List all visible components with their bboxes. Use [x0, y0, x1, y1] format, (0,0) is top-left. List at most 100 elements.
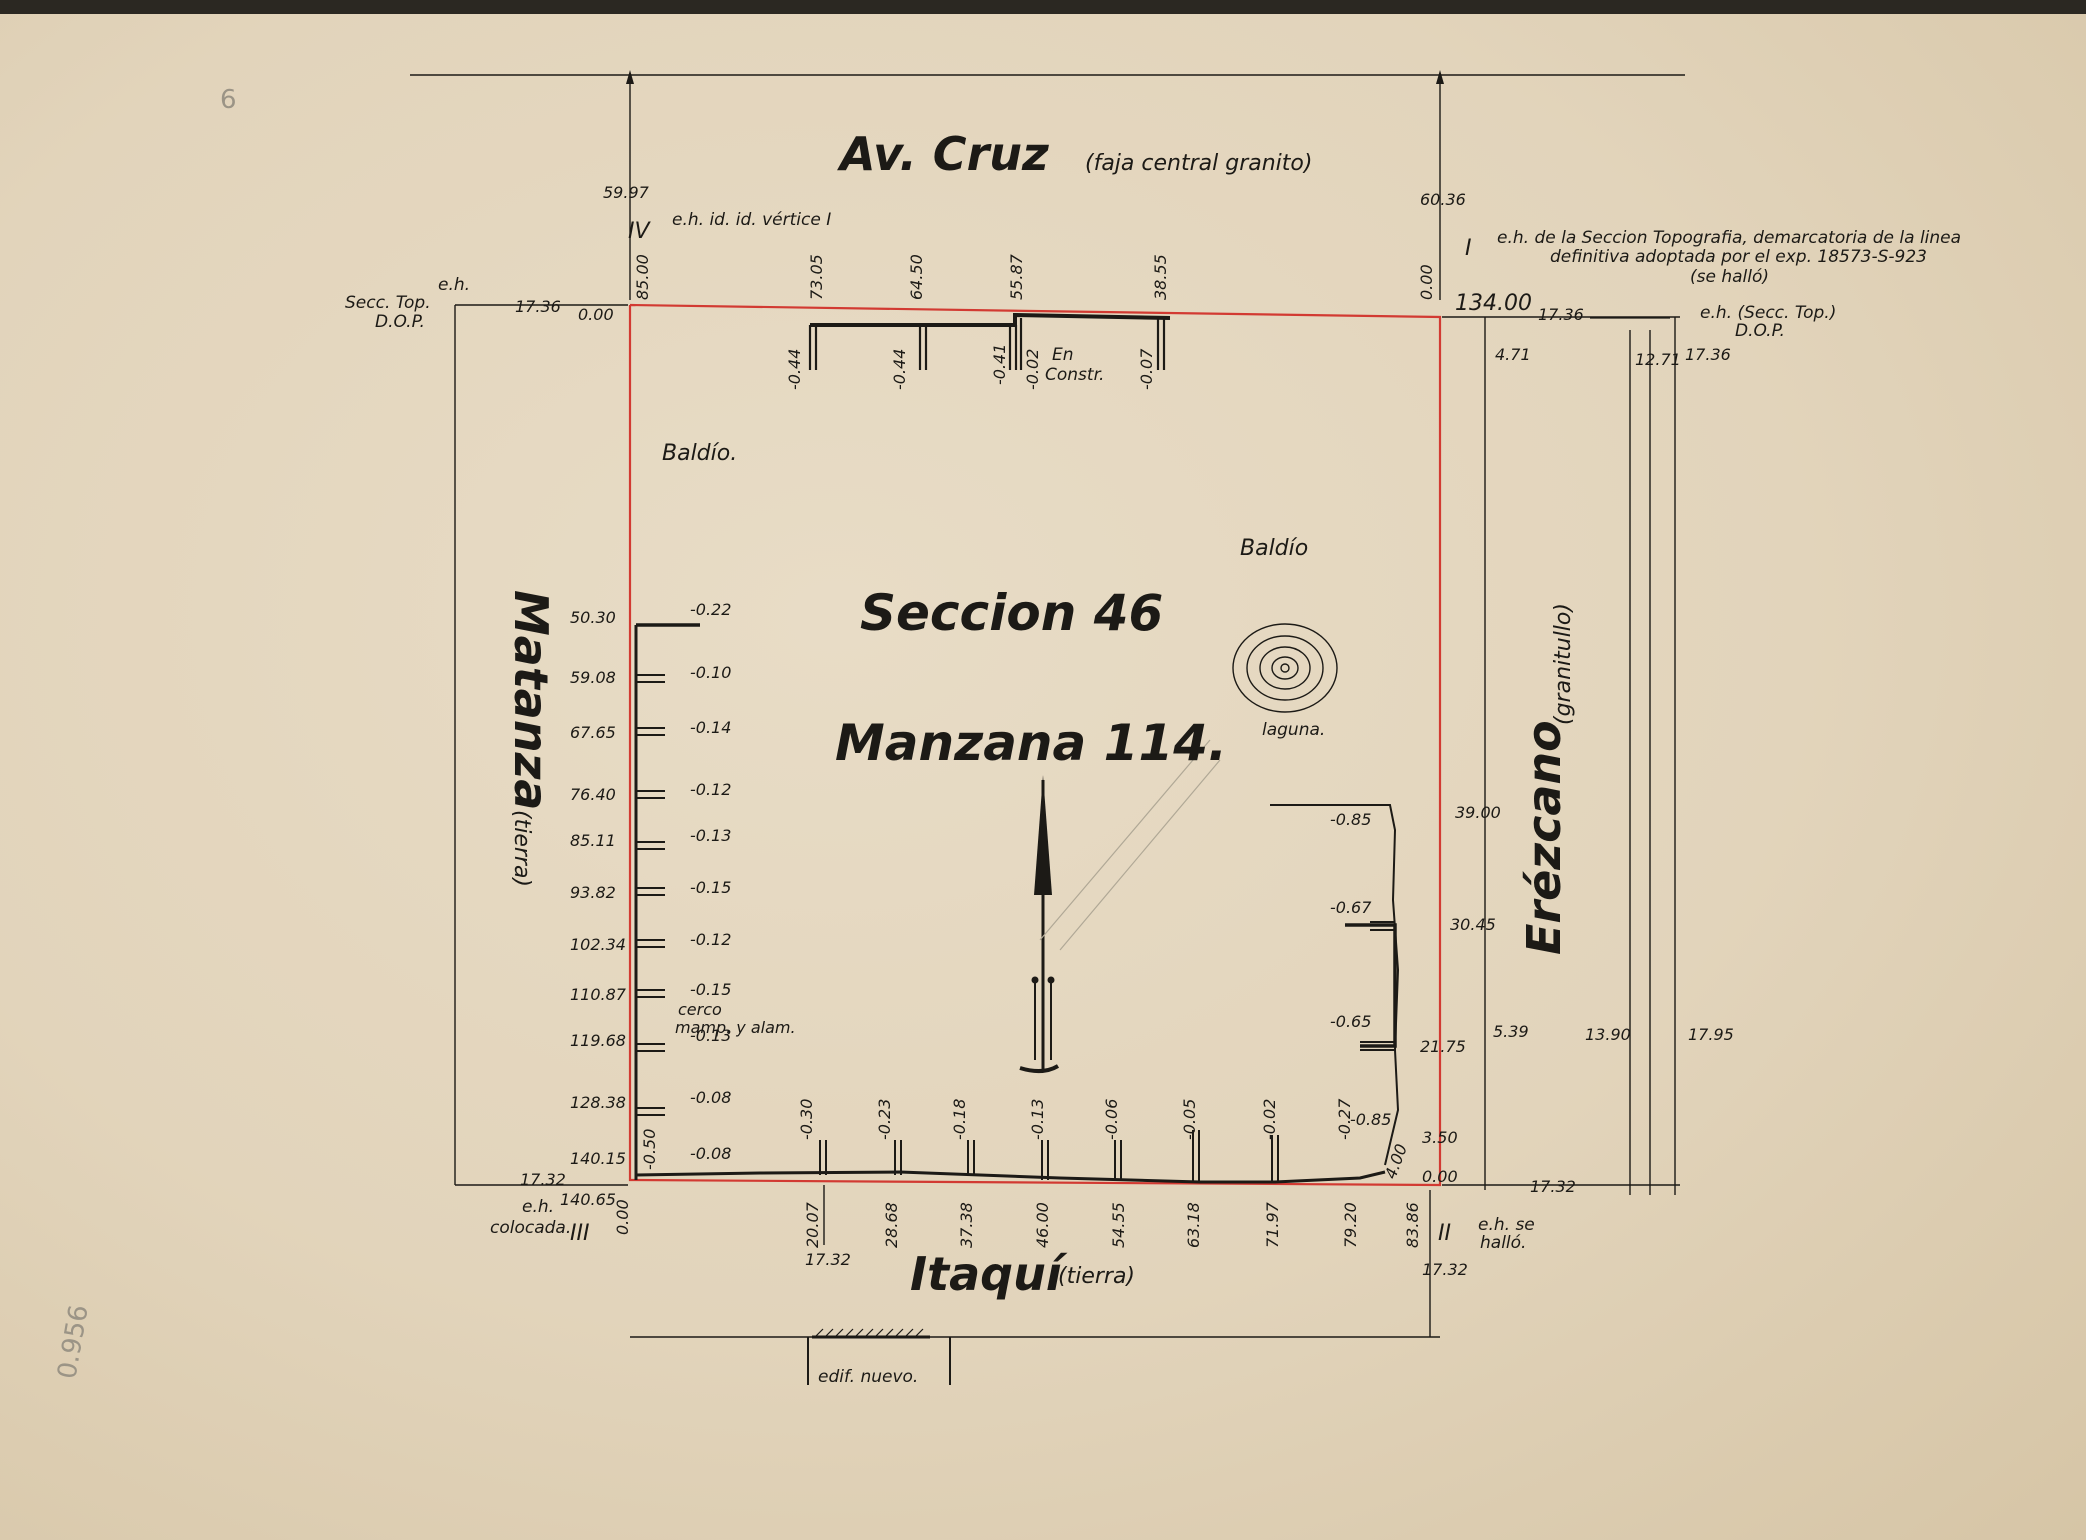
left-level-value: -0.13 [690, 1026, 731, 1045]
dim-bottom-17-32-l: 17.32 [805, 1250, 851, 1269]
bottom-dim-value: 63.18 [1184, 1202, 1203, 1248]
top-building-walls [808, 318, 1166, 370]
bottom-dim-value: 79.20 [1341, 1202, 1360, 1248]
vertex-ii-note1: e.h. se [1478, 1215, 1535, 1235]
vertex-i-line2: definitiva adoptada por el exp. 18573-S-… [1550, 247, 1927, 267]
dim-bottom-17-32-rr: 17.32 [1530, 1177, 1576, 1196]
dim-38-55: 38.55 [1151, 254, 1170, 300]
bottom-level-value: -0.30 [797, 1099, 816, 1140]
dim-5-39: 5.39 [1493, 1022, 1529, 1041]
arrow-head [626, 70, 634, 84]
left-dim-value: 93.82 [570, 883, 616, 902]
left-level-value: -0.08 [690, 1144, 731, 1163]
street-top-note: (faja central granito) [1085, 151, 1312, 176]
dim-73-05: 73.05 [807, 254, 826, 300]
right-building [1345, 923, 1397, 1048]
level-065: -0.65 [1330, 1012, 1371, 1031]
block-outline [628, 303, 1442, 1187]
bottom-dim-value: 37.38 [957, 1202, 976, 1248]
dim-21-75: 21.75 [1420, 1037, 1466, 1056]
edif-nuevo-marker [807, 1328, 951, 1385]
dim-13-90: 13.90 [1585, 1025, 1631, 1044]
left-level-value: -0.15 [690, 980, 731, 999]
street-right-name: Erézcano [1517, 720, 1571, 955]
bottom-dim-value: 28.68 [882, 1202, 901, 1248]
label-baldio-1: Baldío. [662, 441, 737, 466]
label-en-constr-1: En [1052, 345, 1074, 365]
sec-top-left-3: D.O.P. [375, 312, 425, 332]
left-level-value: -0.22 [690, 600, 731, 619]
dim-17-36-r: 17.36 [1538, 305, 1584, 324]
dim-12-71: 12.71 [1635, 350, 1681, 369]
bottom-dim-value: 83.86 [1403, 1202, 1422, 1248]
label-laguna: laguna. [1262, 720, 1325, 740]
level-044b: -0.44 [890, 349, 909, 390]
laguna-icon [1232, 623, 1338, 713]
vertex-iii-note1: e.h. [522, 1197, 554, 1217]
dim-30-45: 30.45 [1450, 915, 1496, 934]
left-dim-value: 59.08 [570, 668, 616, 687]
manzana-title: Manzana 114. [835, 714, 1227, 772]
pencil-line [1059, 759, 1221, 951]
left-dim-value: 67.65 [570, 723, 616, 742]
left-level-value: -0.12 [690, 930, 731, 949]
dim-0-00-b: 0.00 [1417, 264, 1436, 300]
left-dim-value: 85.11 [570, 831, 616, 850]
left-dim-value: 128.38 [570, 1093, 626, 1112]
dim-right-0-00: 0.00 [1422, 1167, 1458, 1186]
dim-bottom-17-32-r: 17.32 [1422, 1260, 1468, 1279]
dim-left-140-65: 140.65 [560, 1190, 616, 1209]
level-067: -0.67 [1330, 898, 1372, 917]
bottom-dim-value: 71.97 [1263, 1201, 1282, 1248]
left-dim-value: 119.68 [570, 1031, 626, 1050]
left-level-value: -0.08 [690, 1088, 731, 1107]
level-002: -0.02 [1023, 349, 1042, 390]
bottom-level-value: -0.13 [1028, 1099, 1047, 1140]
bottom-fence [635, 1170, 1386, 1184]
vertex-iii-note2: colocada. [490, 1218, 571, 1238]
level-044a: -0.44 [785, 349, 804, 390]
dim-134-00: 134.00 [1455, 291, 1532, 316]
vertex-iv-note: e.h. id. id. vértice I [672, 210, 831, 230]
dim-17-95: 17.95 [1688, 1025, 1734, 1044]
left-dimensions: 50.3059.0867.6576.4085.1193.82102.34110.… [570, 600, 731, 1168]
street-left-note: (tierra) [509, 810, 534, 887]
bottom-level-value: -0.06 [1102, 1099, 1121, 1140]
dim-3-50: 3.50 [1422, 1128, 1458, 1147]
left-level-value: -0.10 [690, 663, 731, 682]
vertex-ii: II [1438, 1221, 1451, 1246]
left-dim-value: 50.30 [570, 608, 616, 627]
vertex-ii-note2: halló. [1480, 1233, 1526, 1253]
dim-39-00: 39.00 [1455, 803, 1501, 822]
left-level-value: -0.12 [690, 780, 731, 799]
bottom-level-value: -0.23 [875, 1099, 894, 1140]
dim-4-00: 4.00 [1381, 1141, 1411, 1181]
left-dim-value: 76.40 [570, 785, 616, 804]
label-cerco-1: cerco [678, 1000, 722, 1019]
left-dim-value: 140.15 [570, 1149, 626, 1168]
street-bottom-name: Itaquí [910, 1247, 1068, 1301]
dim-bottom-0-00: 0.00 [613, 1199, 632, 1235]
bottom-dim-value: 54.55 [1109, 1202, 1128, 1248]
dim-60-36: 60.36 [1420, 190, 1466, 209]
left-level-value: -0.13 [690, 826, 731, 845]
level-085b: -0.85 [1350, 1110, 1391, 1129]
bottom-dim-value: 20.07 [803, 1201, 822, 1248]
street-bottom-note: (tierra) [1058, 1264, 1135, 1289]
right-building-ticks [1360, 921, 1395, 1051]
dim-17-36-l: 17.36 [515, 297, 561, 316]
pencil-side-number: 0.956 [52, 1303, 94, 1382]
top-building-front [810, 312, 1171, 327]
dim-59-97: 59.97 [603, 183, 650, 202]
level-007: -0.07 [1137, 348, 1156, 390]
dim-17-36-rr: 17.36 [1685, 345, 1731, 364]
bottom-level-value: -0.27 [1335, 1098, 1354, 1140]
left-level-value: -0.14 [690, 718, 731, 737]
label-baldio-2: Baldío [1240, 536, 1308, 561]
section-title: Seccion 46 [860, 584, 1163, 642]
left-level-value: -0.15 [690, 878, 731, 897]
vertex-i-line1: e.h. de la Seccion Topografia, demarcato… [1497, 228, 1961, 248]
street-top-name: Av. Cruz [837, 127, 1049, 181]
